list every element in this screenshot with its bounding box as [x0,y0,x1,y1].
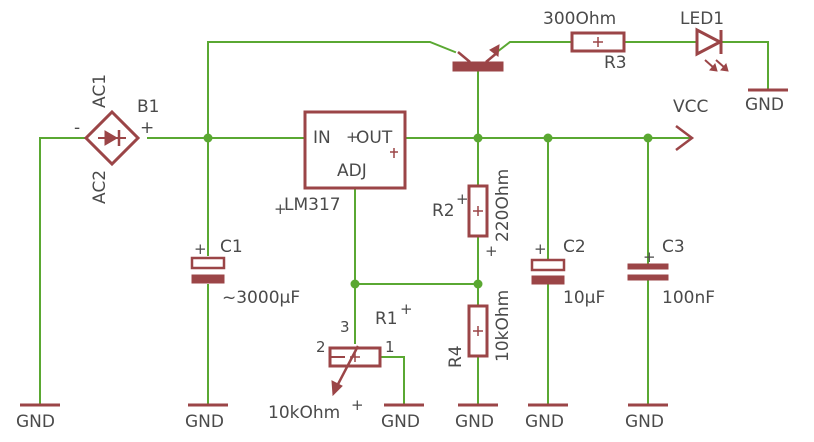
label-r3-value: 300Ohm [543,9,616,29]
lm317-name-plus-mark: + [274,200,287,218]
label-c2: C2 [563,237,586,257]
lm317-body [303,110,407,190]
led-ray-2-arrow [720,62,729,72]
c1-plate-plus [190,256,226,270]
led-led1 [695,27,729,72]
label-ac1: AC1 [90,74,110,108]
transistor-collector [457,51,471,63]
r1-plus-mark: + [400,300,413,318]
resistor-r4 [467,304,489,358]
label-led1: LED1 [680,9,724,29]
c2-plate-plus [530,258,566,272]
label-gnd-5: GND [525,412,564,432]
lm317-plus-mark: + [346,128,359,146]
r1-value-plus-mark: + [351,396,364,414]
junction-out-c2 [543,133,553,143]
label-r2-value: 220Ohm [493,169,513,242]
led-triangle [695,27,724,57]
label-vcc: VCC [673,97,708,117]
resistor-r3 [570,31,626,53]
r2-value-plus-mark: + [485,242,498,260]
labels: B1 AC1 AC2 - + C1 ~3000µF + IN OUT + ADJ… [16,9,784,432]
label-c3-value: 100nF [662,288,715,308]
junction-out-r2 [473,133,483,143]
transistor-arrow [489,44,500,57]
bridge-diamond [83,109,141,167]
label-c1: C1 [220,237,243,257]
c2-plus-mark: + [534,240,547,258]
label-r2: R2 [432,201,455,221]
capacitor-c3 [627,263,669,281]
vcc-arrow-head [675,125,695,151]
capacitor-c1 [190,256,226,284]
label-r1-value: 10kOhm [268,403,340,423]
c1-plus-mark: + [194,240,207,258]
label-r1: R1 [375,309,398,329]
label-lm317: LM317 [284,195,341,215]
label-gnd-7: GND [745,95,784,115]
label-b1: B1 [137,97,159,117]
r4-body [467,304,489,358]
r2-body [467,184,489,238]
label-gnd-1: GND [16,412,55,432]
label-b1-plus: + [140,118,154,138]
label-r1-pin2: 2 [316,338,326,356]
label-r1-pin3: 3 [340,318,350,336]
c1-plate-minus [191,274,225,284]
capacitor-c2 [530,258,566,285]
c3-plate-bottom [627,274,669,281]
label-lm317-in: IN [313,128,331,148]
transistor-base-bar [452,61,504,72]
r3-body [570,31,626,53]
r2-plus-mark: + [456,190,469,208]
label-c3: C3 [662,237,685,257]
label-b1-minus: - [74,118,80,138]
junction-rail [203,133,213,143]
label-lm317-out: OUT [356,128,393,148]
wire-r1-gnd [379,356,405,406]
junctions [203,133,653,289]
r1-body [328,346,382,368]
wire-bridge-minus-gnd [39,137,87,406]
c3-plus-mark: + [643,248,656,266]
label-ac2: AC2 [90,170,110,204]
label-gnd-3: GND [381,412,420,432]
label-gnd-2: GND [185,412,224,432]
gnd-symbols [20,88,788,407]
resistor-r2 [467,184,489,238]
c3-plate-top [627,263,669,270]
wire-rail-transistor [207,41,457,139]
junction-adj [350,279,360,289]
bridge-rectifier-b1 [83,109,141,167]
c2-plate-minus [531,275,565,285]
transistor [452,44,504,72]
potentiometer-r1 [328,345,382,397]
junction-out-c3 [643,133,653,143]
label-r4: R4 [446,345,466,368]
led-ray-1-arrow [709,62,718,72]
r1-wiper-arrow [331,380,343,397]
label-c1-value: ~3000µF [222,288,300,308]
wire-led-gnd [721,41,769,91]
r1-wiper [334,345,360,389]
junction-r2-r4 [473,279,483,289]
label-lm317-adj: ADJ [337,161,367,181]
label-r1-pin1: 1 [385,338,395,356]
label-r3: R3 [604,53,627,73]
regulator-lm317 [303,110,407,190]
label-gnd-4: GND [455,412,494,432]
vcc-arrow [675,125,695,151]
label-c2-value: 10µF [563,288,605,308]
label-r4-value: 10kOhm [493,290,513,362]
label-gnd-6: GND [625,412,664,432]
wire-transistor-r3 [495,41,573,54]
